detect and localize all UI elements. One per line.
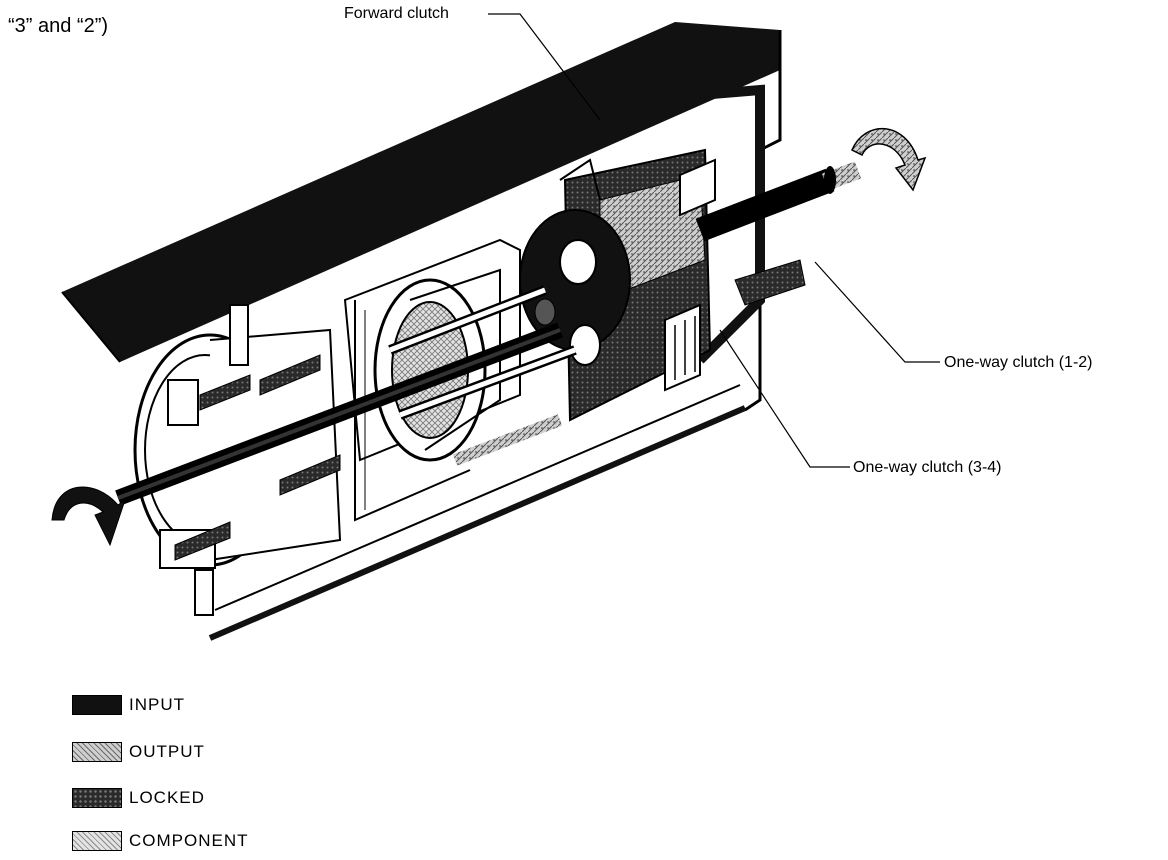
input-shaft — [115, 322, 563, 506]
legend-item-locked: LOCKED — [72, 787, 205, 809]
output-shaft — [695, 161, 862, 306]
output-rotation-arrow — [851, 127, 927, 192]
housing-bottom — [208, 384, 747, 641]
input-swatch — [72, 695, 122, 715]
legend-label: COMPONENT — [129, 831, 249, 850]
input-rotation-arrow — [51, 486, 126, 547]
output-swatch — [72, 742, 122, 762]
legend-item-output: OUTPUT — [72, 741, 205, 763]
one-way-clutch-3-4-label: One-way clutch (3-4) — [853, 459, 1002, 476]
locked-swatch — [72, 788, 122, 808]
planetary-gear-set — [519, 209, 631, 366]
component-swatch — [72, 831, 122, 851]
legend-label: LOCKED — [129, 788, 205, 807]
legend-label: OUTPUT — [129, 742, 205, 761]
one-way-clutch-1-2-label: One-way clutch (1-2) — [944, 354, 1093, 371]
leader-lines — [488, 13, 940, 468]
intermediate-shafts — [388, 285, 577, 420]
housing-top-band — [61, 22, 780, 363]
legend-label: INPUT — [129, 695, 185, 714]
one-way-clutch-1-2-block — [664, 158, 716, 392]
legend-item-input: INPUT — [72, 694, 185, 716]
legend-item-component: COMPONENT — [72, 830, 249, 852]
diagram-title: “3” and “2”) — [8, 15, 109, 37]
band-teeth — [174, 354, 341, 561]
forward-clutch-label: Forward clutch — [344, 5, 449, 22]
